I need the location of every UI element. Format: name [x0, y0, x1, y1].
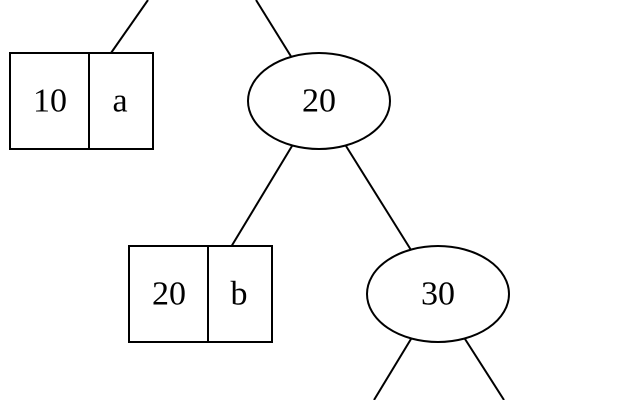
- leaf-key: 10: [33, 83, 67, 120]
- internal-node-key: 30: [421, 276, 455, 313]
- leaf-node-20: 20 b: [128, 245, 273, 343]
- leaf-value: a: [112, 83, 127, 120]
- internal-node-30: 30: [366, 245, 510, 343]
- leaf-key: 20: [152, 276, 186, 313]
- tree-edges: [110, 0, 505, 400]
- edge-node-20-to-node-30: [345, 145, 412, 251]
- internal-node-ellipse: [366, 245, 510, 343]
- leaf-value: b: [231, 276, 248, 313]
- internal-node-20: 20: [247, 52, 391, 150]
- internal-node-ellipse: [247, 52, 391, 150]
- edge-node-30-to-left-child: [373, 338, 412, 400]
- edge-root-to-leaf-10: [110, 0, 149, 54]
- edge-root-to-node-20: [255, 0, 293, 59]
- leaf-node-box: [128, 245, 273, 343]
- edge-node-30-to-right-child: [464, 338, 505, 400]
- internal-node-key: 20: [302, 83, 336, 120]
- leaf-node-10: 10 a: [9, 52, 154, 150]
- leaf-node-box: [9, 52, 154, 150]
- edge-node-20-to-leaf-20: [230, 145, 293, 248]
